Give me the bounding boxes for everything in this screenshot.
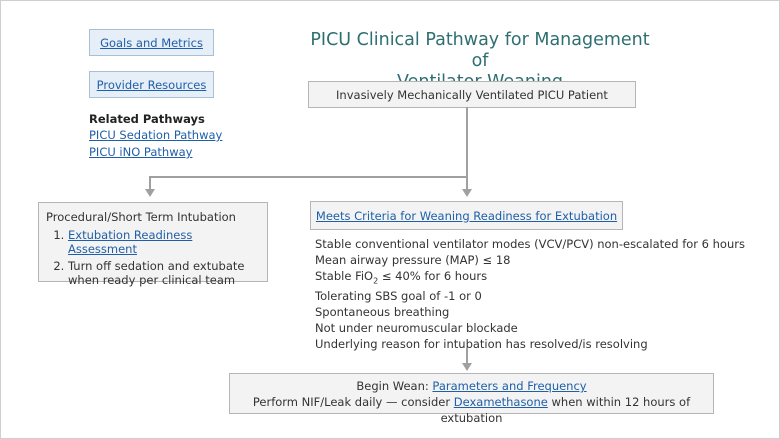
procedural-steps-list: Extubation Readiness Assessment Turn off… (46, 228, 261, 287)
start-box: Invasively Mechanically Ventilated PICU … (308, 81, 636, 108)
criteria-list: Stable conventional ventilator modes (VC… (315, 237, 745, 353)
procedural-step-2: Turn off sedation and extubate when read… (68, 259, 261, 287)
arrow-to-wean-box (462, 363, 472, 371)
connector-vertical-main (466, 107, 468, 177)
begin-wean-box: Begin Wean: Parameters and Frequency Per… (229, 373, 714, 425)
criteria-item: Stable FiO2 ≤ 40% for 6 hours (315, 269, 745, 289)
provider-resources-button[interactable]: Provider Resources (89, 71, 214, 98)
criteria-fio2-prefix: Stable FiO (315, 268, 374, 283)
title-line-1: PICU Clinical Pathway for Management of (310, 30, 650, 71)
connector-left-drop (149, 176, 151, 190)
nif-leak-prefix: Perform NIF/Leak daily — consider (252, 395, 454, 409)
connector-to-wean (466, 348, 468, 364)
procedural-step-2-text: Turn off sedation and extubate when read… (68, 259, 245, 287)
parameters-and-frequency-link[interactable]: Parameters and Frequency (432, 379, 587, 393)
goals-and-metrics-button[interactable]: Goals and Metrics (89, 29, 214, 56)
picu-sedation-pathway-link[interactable]: PICU Sedation Pathway (89, 128, 223, 142)
criteria-item: Spontaneous breathing (315, 304, 450, 319)
connector-right-drop (466, 176, 468, 190)
criteria-item: Underlying reason for intubation has res… (315, 336, 648, 351)
weaning-criteria-link[interactable]: Meets Criteria for Weaning Readiness for… (315, 208, 618, 223)
nif-leak-suffix: when within 12 hours of extubation (440, 395, 691, 425)
criteria-item: Mean airway pressure (MAP) ≤ 18 (315, 252, 511, 267)
criteria-item: Not under neuromuscular blockade (315, 320, 518, 335)
weaning-criteria-box: Meets Criteria for Weaning Readiness for… (310, 201, 623, 230)
extubation-readiness-assessment-link[interactable]: Extubation Readiness Assessment (68, 228, 193, 256)
criteria-fio2-suffix: ≤ 40% for 6 hours (378, 268, 488, 283)
procedural-intubation-title: Procedural/Short Term Intubation (46, 210, 236, 224)
connector-horizontal (149, 176, 468, 178)
procedural-step-1: Extubation Readiness Assessment (68, 228, 261, 256)
related-pathways-heading: Related Pathways (89, 112, 205, 126)
picu-ino-pathway-link[interactable]: PICU iNO Pathway (89, 145, 193, 159)
arrow-to-left-box (145, 189, 155, 197)
begin-wean-line: Begin Wean: Parameters and Frequency (230, 378, 713, 394)
procedural-intubation-box: Procedural/Short Term Intubation Extubat… (38, 202, 268, 287)
start-box-label: Invasively Mechanically Ventilated PICU … (336, 87, 608, 102)
nif-leak-line: Perform NIF/Leak daily — consider Dexame… (230, 394, 713, 426)
criteria-fio2-subscript: 2 (373, 276, 379, 286)
arrow-to-criteria-box (462, 189, 472, 197)
dexamethasone-link[interactable]: Dexamethasone (453, 395, 548, 409)
criteria-item: Stable conventional ventilator modes (VC… (315, 237, 745, 251)
begin-wean-prefix: Begin Wean: (356, 379, 433, 393)
criteria-item: Tolerating SBS goal of -1 or 0 (315, 289, 482, 304)
